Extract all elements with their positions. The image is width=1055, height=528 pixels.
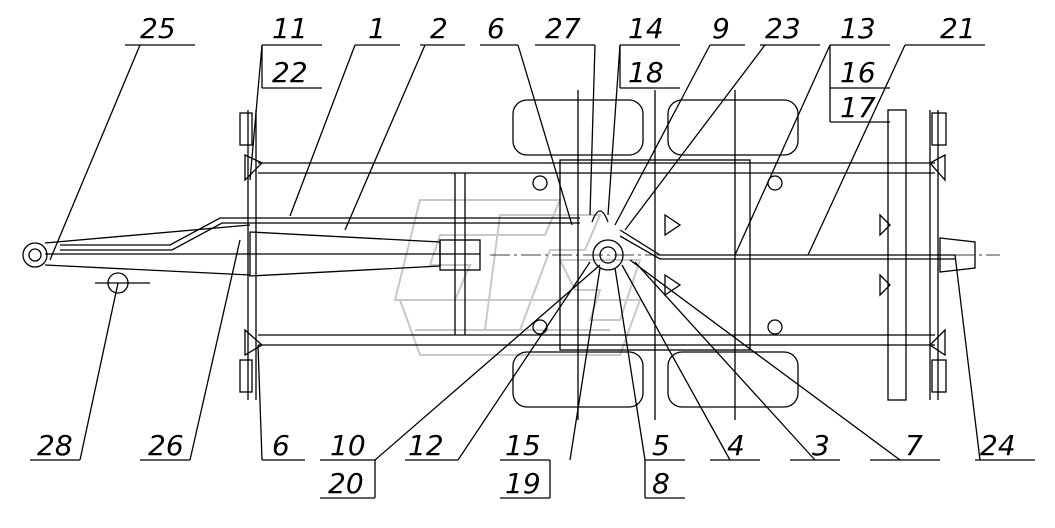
callout-14: 14: [628, 12, 664, 45]
callout-13: 13: [840, 12, 876, 45]
callouts-top: 25 11 22 1 2 6 27 14 18 9 23 13 16 17 21: [140, 12, 976, 124]
callout-27: 27: [545, 12, 581, 45]
callout-20: 20: [328, 467, 364, 500]
callout-15: 15: [505, 429, 541, 462]
callout-12: 12: [408, 429, 444, 462]
callout-5: 5: [652, 429, 670, 462]
callout-24: 24: [980, 429, 1016, 462]
callout-1: 1: [368, 12, 386, 45]
callout-26: 26: [148, 429, 184, 462]
callout-21: 21: [940, 12, 976, 45]
callout-17: 17: [840, 91, 876, 124]
callout-4: 4: [727, 429, 745, 462]
callout-10: 10: [330, 429, 366, 462]
callout-6-bottom: 6: [272, 429, 290, 462]
callout-22: 22: [272, 56, 308, 89]
callout-9: 9: [712, 12, 730, 45]
callout-11: 11: [272, 12, 308, 45]
callout-2: 2: [430, 12, 448, 45]
callout-16: 16: [840, 56, 876, 89]
callout-6-top: 6: [487, 12, 505, 45]
callout-25: 25: [140, 12, 176, 45]
callout-23: 23: [765, 12, 801, 45]
callout-28: 28: [37, 429, 73, 462]
callout-8: 8: [652, 467, 670, 500]
drawing-lines: [22, 44, 1035, 499]
callouts-bottom: 28 26 6 10 20 12 15 19 5 8 4 3 7 24: [37, 429, 1016, 500]
callout-18: 18: [628, 56, 664, 89]
callout-3: 3: [812, 429, 830, 462]
callout-7: 7: [905, 429, 923, 462]
callout-19: 19: [505, 467, 541, 500]
